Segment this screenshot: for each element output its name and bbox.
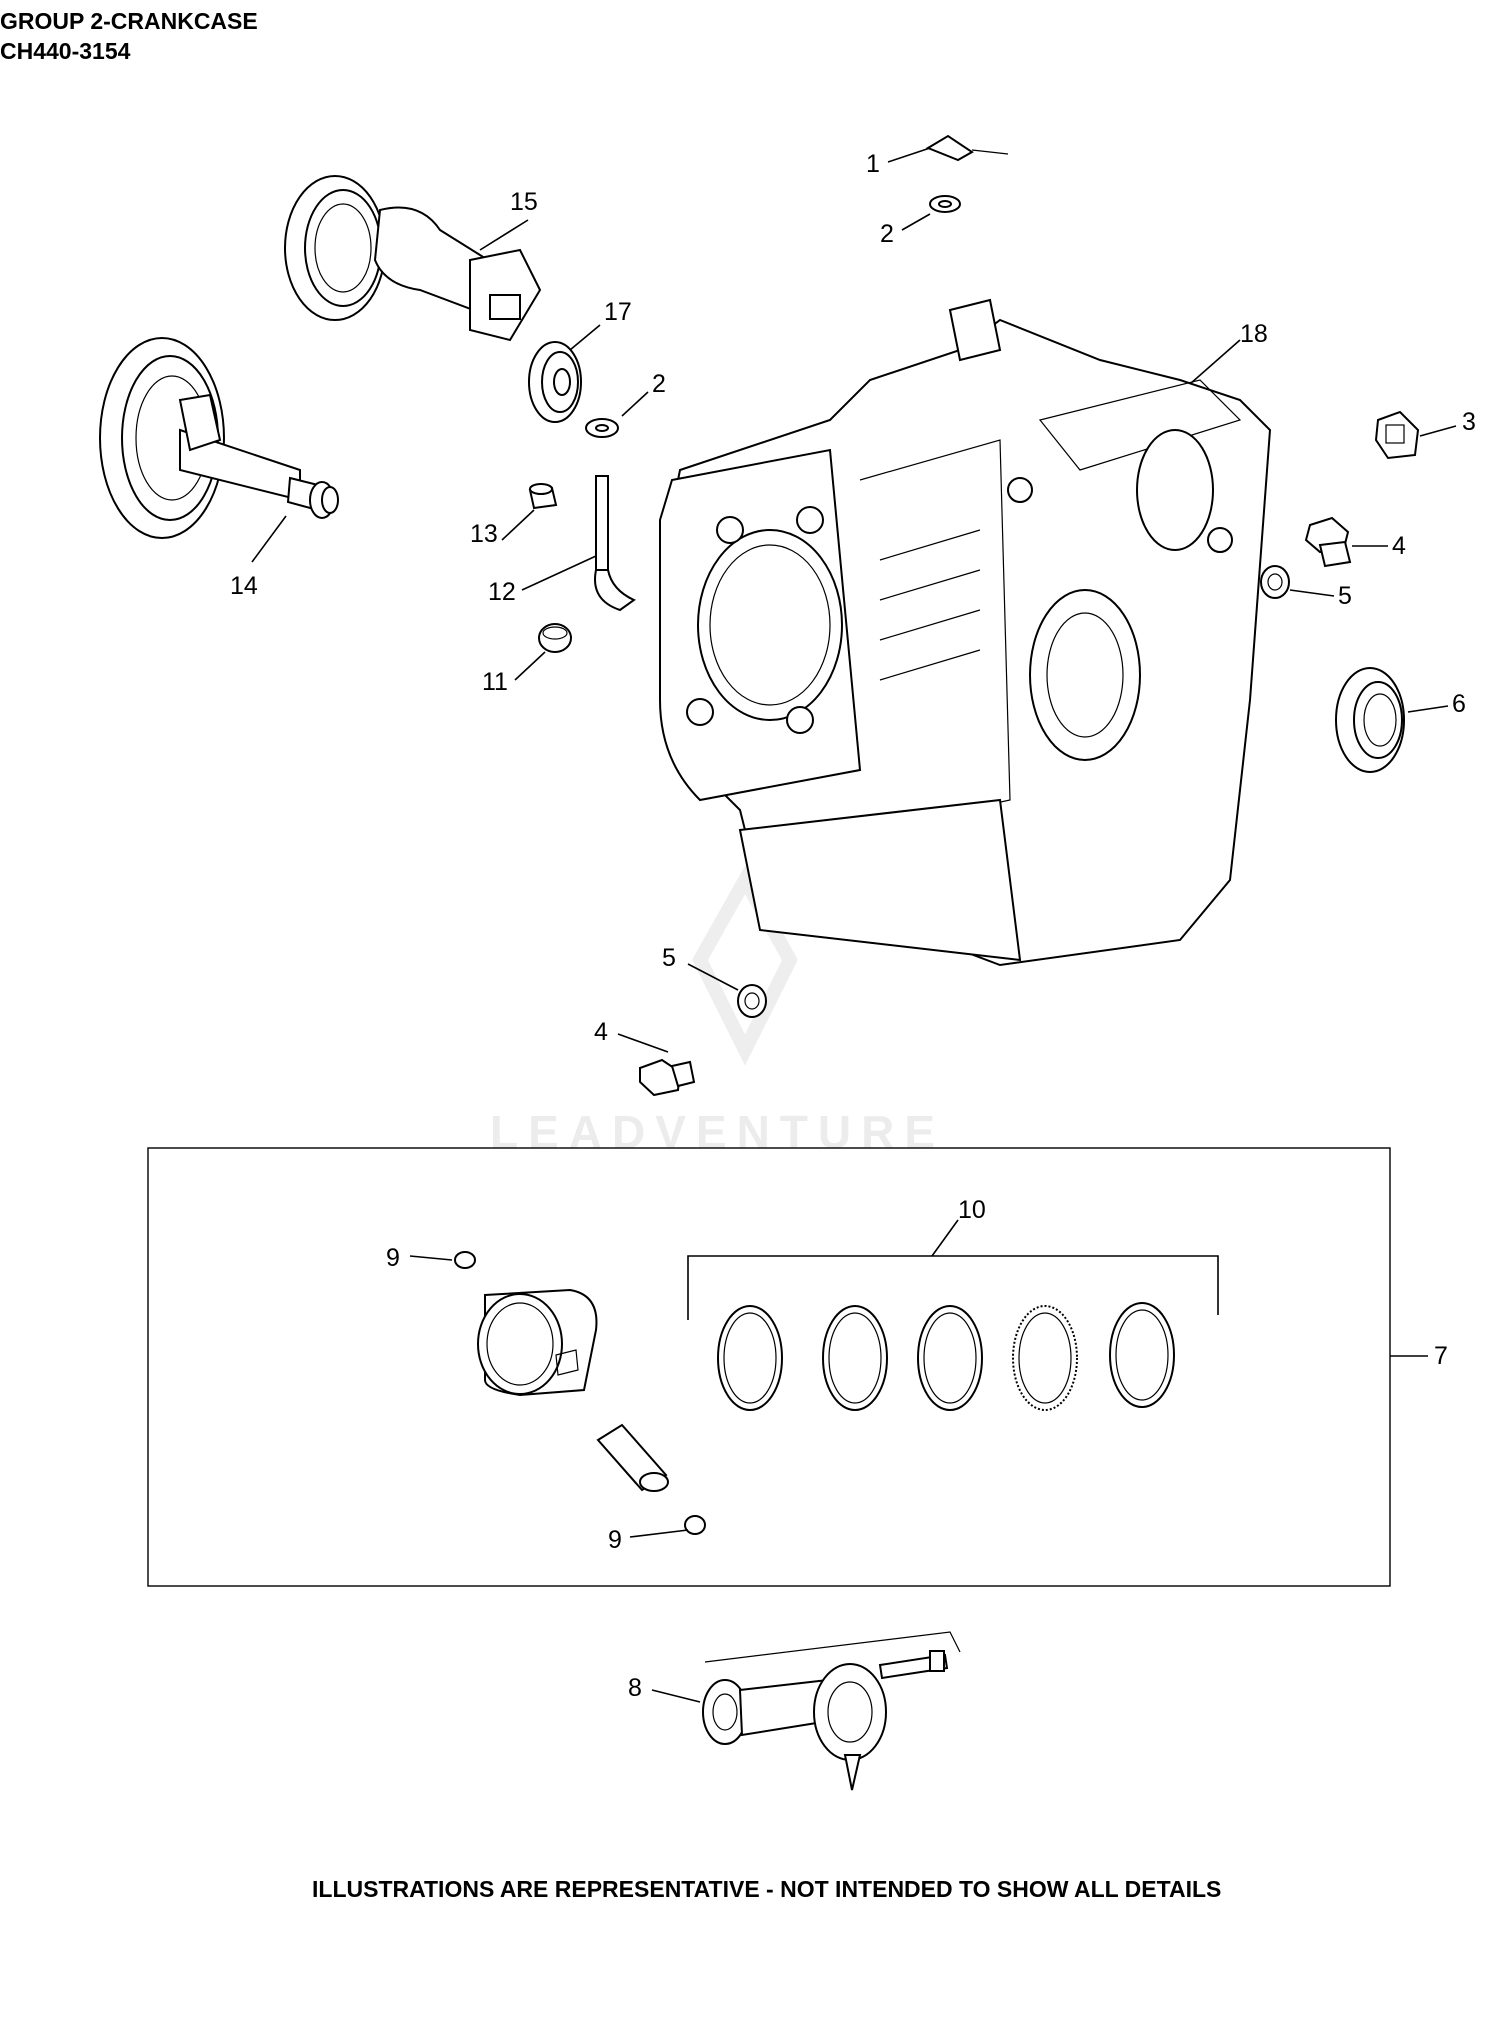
part-8-connecting-rod[interactable]: [702, 1631, 961, 1791]
part-9-retainer-lower[interactable]: [684, 1515, 706, 1535]
part-5-washer-upper[interactable]: [1260, 565, 1290, 599]
callout-4-lower: 4: [594, 1018, 608, 1046]
part-18-crankcase[interactable]: [658, 298, 1272, 967]
watermark-text: LEADVENTURE: [490, 1106, 945, 1158]
callout-1: 1: [866, 150, 880, 178]
part-6-oil-seal[interactable]: [1335, 667, 1405, 773]
model-number: CH440-3154: [0, 38, 131, 64]
callout-5-upper: 5: [1338, 582, 1352, 610]
callout-11: 11: [482, 668, 508, 696]
group-title: GROUP 2-CRANKCASE: [0, 8, 258, 34]
callout-9-upper: 9: [386, 1244, 400, 1272]
leader-2b: [621, 391, 649, 417]
leader-5b: [687, 963, 739, 991]
disclaimer-footer: ILLUSTRATIONS ARE REPRESENTATIVE - NOT I…: [312, 1876, 1222, 1902]
part-11-plug[interactable]: [538, 623, 572, 653]
part-7-piston-kit-box[interactable]: [147, 1147, 1391, 1587]
part-10-piston-rings[interactable]: [687, 1255, 1219, 1411]
part-15-governor-gear[interactable]: [284, 175, 542, 342]
callout-9-lower: 9: [608, 1526, 622, 1554]
leader-lines: [251, 147, 1457, 1703]
callout-labels: 1 2 2 3 4 4 5 5 6 7 8 9 9 10 11 12 13 14…: [230, 150, 1476, 1702]
callout-18: 18: [1240, 320, 1268, 348]
part-2-washer-upper[interactable]: [929, 195, 961, 213]
part-3-breather[interactable]: [1374, 410, 1420, 460]
callout-8: 8: [628, 1674, 642, 1702]
part-4-drain-plug-upper[interactable]: [1304, 516, 1352, 568]
leader-14: [251, 515, 287, 563]
leader-18: [1189, 339, 1241, 385]
callout-7: 7: [1434, 1342, 1448, 1370]
leader-11: [514, 651, 546, 681]
callout-4-upper: 4: [1392, 532, 1406, 560]
leader-15: [479, 219, 529, 251]
leader-2a: [901, 213, 931, 231]
part-2-washer-lower[interactable]: [585, 418, 619, 438]
part-17-bearing[interactable]: [528, 341, 582, 423]
leader-9b: [629, 1529, 689, 1538]
callout-17: 17: [604, 298, 632, 326]
part-1-clip[interactable]: [925, 134, 1009, 162]
part-9-retainer-upper[interactable]: [454, 1251, 476, 1269]
leader-8: [651, 1689, 701, 1703]
diagram-header: GROUP 2-CRANKCASE CH440-3154: [0, 6, 258, 66]
leader-12: [521, 555, 597, 591]
callout-12: 12: [488, 578, 516, 606]
watermark: LEADVENTURE: [490, 865, 945, 1158]
leader-9a: [409, 1255, 453, 1261]
part-14-camshaft[interactable]: [99, 337, 339, 539]
leader-17: [569, 324, 601, 351]
callout-5-lower: 5: [662, 944, 676, 972]
leader-13: [501, 509, 535, 541]
leader-1: [887, 147, 931, 163]
callout-6: 6: [1452, 690, 1466, 718]
callout-14: 14: [230, 572, 258, 600]
piston[interactable]: [477, 1288, 598, 1397]
leader-6: [1407, 705, 1449, 713]
part-13-dowel-pin[interactable]: [528, 483, 558, 510]
leader-4b: [617, 1033, 669, 1053]
leader-3: [1419, 425, 1457, 437]
callout-15: 15: [510, 188, 538, 216]
callout-10: 10: [958, 1196, 986, 1224]
callout-13: 13: [470, 520, 498, 548]
part-12-dipstick-tube[interactable]: [594, 475, 636, 612]
part-5-washer-lower[interactable]: [737, 984, 767, 1018]
callout-3: 3: [1462, 408, 1476, 436]
part-4-drain-plug-lower[interactable]: [639, 1058, 696, 1097]
callout-2-upper: 2: [880, 220, 894, 248]
callout-2-lower: 2: [652, 370, 666, 398]
leader-10: [931, 1219, 959, 1257]
leader-5a: [1289, 589, 1335, 597]
piston-pin[interactable]: [596, 1423, 669, 1492]
